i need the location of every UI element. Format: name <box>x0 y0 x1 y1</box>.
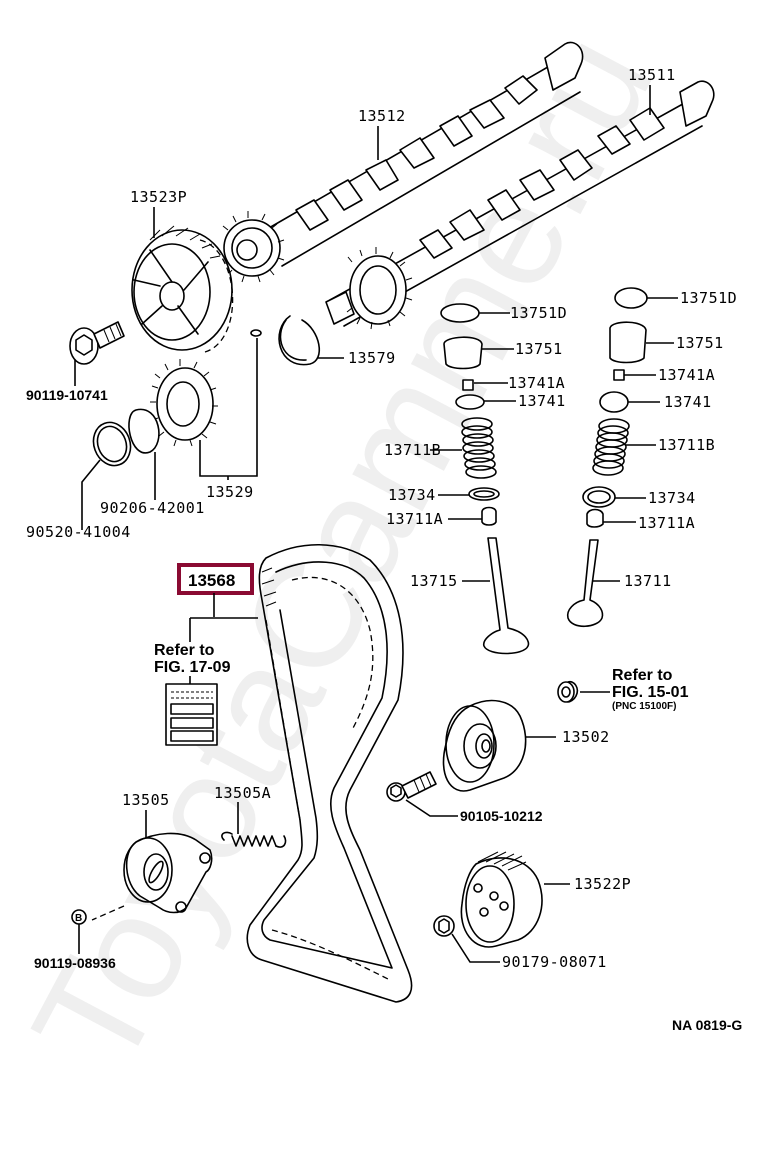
intake-valve[interactable] <box>566 539 604 628</box>
figure-code: NA 0819-G <box>672 1017 742 1033</box>
label-lifter-left[interactable]: 13751 <box>515 340 563 358</box>
label-13512[interactable]: 13512 <box>358 107 406 125</box>
label-keeper-left[interactable]: 13741A <box>508 374 565 392</box>
label-90119-08936[interactable]: 90119-08936 <box>34 955 116 971</box>
crank-pulley[interactable] <box>460 851 543 948</box>
label-90119-10741[interactable]: 90119-10741 <box>26 387 108 403</box>
keeper-right[interactable] <box>613 369 625 381</box>
label-13505A[interactable]: 13505A <box>214 784 271 802</box>
valve-stack-left: 13751D 13751 13741A 13741 13711B 13734 1… <box>384 303 567 528</box>
spring-left[interactable] <box>461 417 497 479</box>
wave-washer[interactable] <box>128 408 160 454</box>
label-13523P[interactable]: 13523P <box>130 188 187 206</box>
retainer-right[interactable] <box>599 391 629 413</box>
tensioner-spring[interactable] <box>221 831 287 848</box>
stem-seal-right[interactable] <box>586 508 604 528</box>
plug-ref-line1[interactable]: Refer to <box>612 667 673 684</box>
idler-pulley[interactable] <box>442 699 527 792</box>
label-lifter-right[interactable]: 13751 <box>676 334 724 352</box>
marker-b: B <box>75 913 82 924</box>
camshaft-exhaust[interactable] <box>218 41 584 283</box>
lifter-left[interactable] <box>443 336 483 370</box>
leader-13529 <box>199 338 258 480</box>
label-retainer-right[interactable]: 13741 <box>664 393 712 411</box>
pulley-bolt[interactable] <box>69 321 125 365</box>
label-stem-seal-left[interactable]: 13711A <box>386 510 443 528</box>
label-spring-left[interactable]: 13711B <box>384 441 441 459</box>
label-stem-seal-right[interactable]: 13711A <box>638 514 695 532</box>
label-13505[interactable]: 13505 <box>122 791 170 809</box>
timing-belt[interactable] <box>246 543 413 1003</box>
label-13568[interactable]: 13568 <box>188 571 235 590</box>
label-13511[interactable]: 13511 <box>628 66 676 84</box>
dowel-pin[interactable] <box>250 329 262 337</box>
label-90179-08071[interactable]: 90179-08071 <box>502 953 607 971</box>
label-spring-seat-right[interactable]: 13734 <box>648 489 696 507</box>
plug-ref-line3[interactable]: (PNC 15100F) <box>612 701 676 712</box>
valve-stack-right: 13751D 13751 13741A 13741 13711B 13734 1… <box>582 287 737 532</box>
exhaust-valve[interactable] <box>482 537 530 655</box>
snap-ring[interactable] <box>278 315 320 366</box>
camshaft-intake[interactable] <box>325 80 715 330</box>
label-13522P[interactable]: 13522P <box>574 875 631 893</box>
shim-left[interactable] <box>440 303 480 323</box>
plug-ref-line2[interactable]: FIG. 15-01 <box>612 684 689 701</box>
lifter-right[interactable] <box>609 321 647 364</box>
label-spring-seat-left[interactable]: 13734 <box>388 486 436 504</box>
label-90520-41004[interactable]: 90520-41004 <box>26 523 131 541</box>
tensioner[interactable] <box>123 832 213 914</box>
leader-13568 <box>189 593 258 642</box>
spring-right[interactable] <box>592 418 630 476</box>
keeper-left[interactable] <box>462 379 474 391</box>
belt-ref-line1[interactable]: Refer to <box>154 642 215 659</box>
tensioner-dashline <box>91 905 125 921</box>
label-retainer-left[interactable]: 13741 <box>518 392 566 410</box>
belt-ref-line2[interactable]: FIG. 17-09 <box>154 659 231 676</box>
leader-90105-10212 <box>405 799 458 817</box>
leader-90179-08071 <box>451 933 500 963</box>
label-90105-10212[interactable]: 90105-10212 <box>460 808 543 824</box>
label-90206-42001[interactable]: 90206-42001 <box>100 499 205 517</box>
camshaft-sub-gear[interactable] <box>150 359 218 447</box>
highlighted-part-box[interactable] <box>177 563 254 595</box>
label-sheet-icon <box>165 683 218 746</box>
retainer-left[interactable] <box>455 394 485 410</box>
label-13579[interactable]: 13579 <box>348 349 396 367</box>
idler-bolt[interactable] <box>386 771 437 802</box>
crank-bolt[interactable] <box>433 915 455 937</box>
leader-90520-41004 <box>81 459 101 530</box>
stem-seal-left[interactable] <box>481 506 497 526</box>
label-13502[interactable]: 13502 <box>562 728 610 746</box>
plug[interactable] <box>557 680 579 703</box>
shim-right[interactable] <box>614 287 648 309</box>
label-13715[interactable]: 13715 <box>410 572 458 590</box>
label-shim-right[interactable]: 13751D <box>680 289 737 307</box>
label-shim-left[interactable]: 13751D <box>510 304 567 322</box>
label-13529[interactable]: 13529 <box>206 483 254 501</box>
cam-timing-pulley[interactable] <box>131 225 234 353</box>
label-13711[interactable]: 13711 <box>624 572 672 590</box>
label-keeper-right[interactable]: 13741A <box>658 366 715 384</box>
label-spring-right[interactable]: 13711B <box>658 436 715 454</box>
